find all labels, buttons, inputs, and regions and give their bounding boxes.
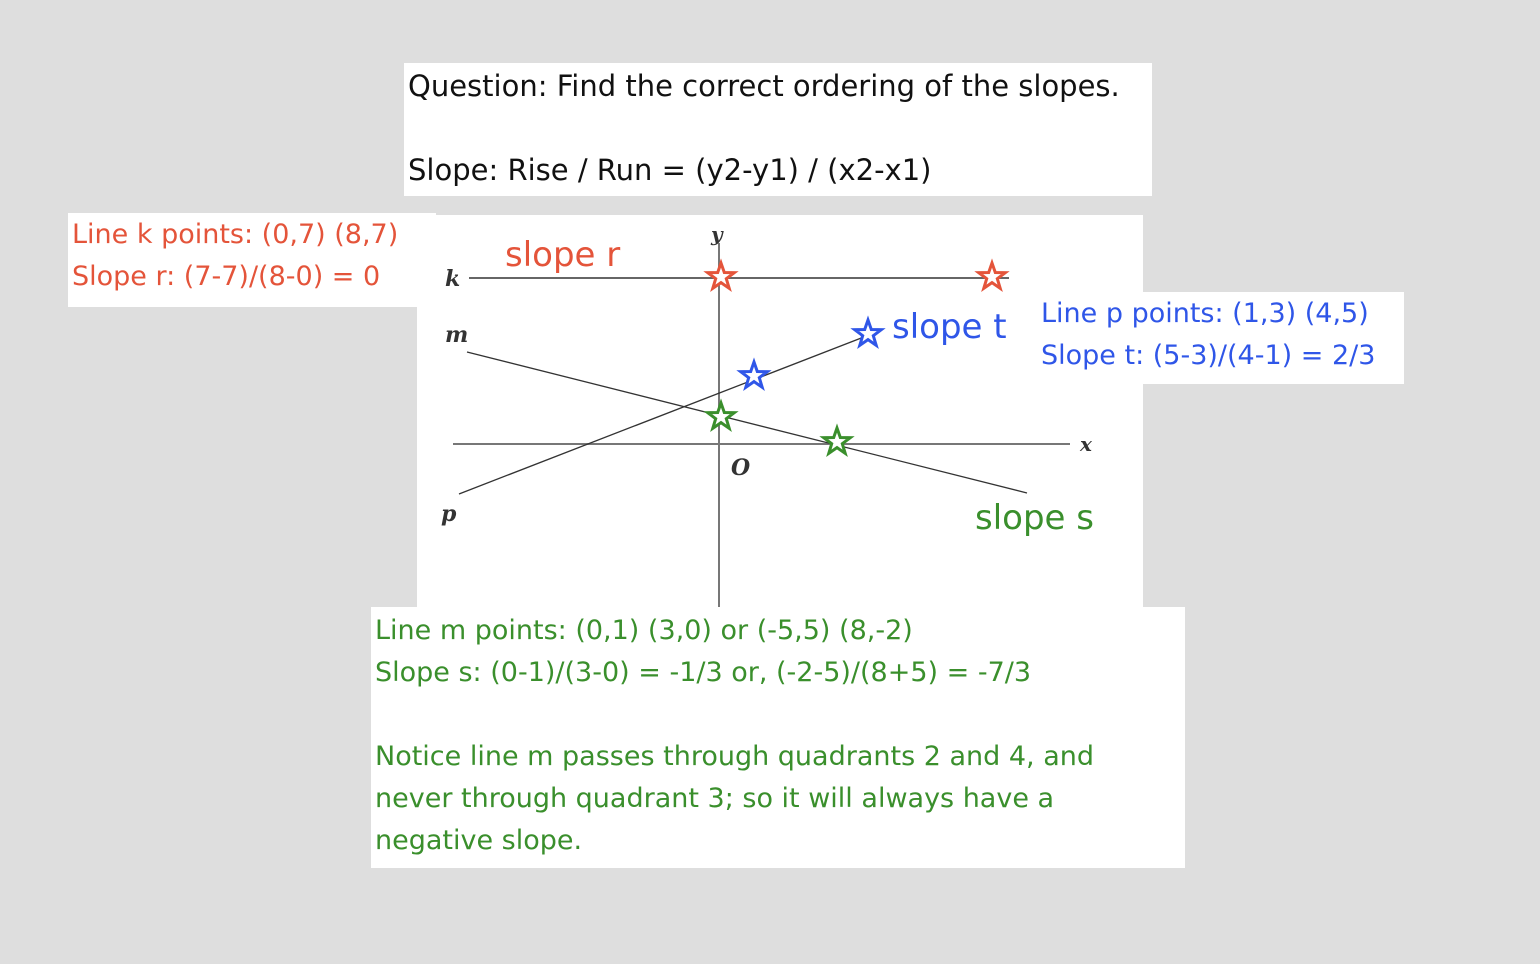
- quadrant-note-line-2: never through quadrant 3; so it will alw…: [375, 783, 1055, 814]
- slope-formula: Slope: Rise / Run = (y2-y1) / (x2-x1): [408, 153, 932, 187]
- diagram-svg: y x O k m p slope r slope t slope s: [441, 222, 1094, 608]
- line-p-annotation: Line p points: (1,3) (4,5) Slope t: (5-3…: [1035, 292, 1404, 384]
- question-box: Question: Find the correct ordering of t…: [404, 63, 1152, 196]
- line-k-annotation: Line k points: (0,7) (8,7) Slope r: (7-7…: [68, 213, 436, 307]
- origin-label: O: [731, 455, 750, 481]
- slope-r-label: slope r: [505, 235, 620, 275]
- line-m-annotation: Line m points: (0,1) (3,0) or (-5,5) (8,…: [371, 607, 1185, 868]
- line-m: [466, 351, 1028, 494]
- line-p-points: Line p points: (1,3) (4,5): [1041, 298, 1369, 329]
- line-p: [458, 334, 870, 495]
- y-axis-label: y: [710, 222, 724, 246]
- star-icon-k-2: [977, 261, 1007, 290]
- quadrant-note-line-3: negative slope.: [375, 825, 583, 856]
- slope-s-calc: Slope s: (0-1)/(3-0) = -1/3 or, (-2-5)/(…: [375, 657, 1032, 688]
- star-icon-k-1: [706, 261, 736, 290]
- quadrant-note-line-1: Notice line m passes through quadrants 2…: [375, 741, 1094, 772]
- slope-s-label: slope s: [975, 498, 1094, 538]
- star-icon-m-2: [822, 426, 852, 455]
- star-icon-p-2: [853, 318, 883, 347]
- coordinate-diagram: y x O k m p slope r slope t slope s: [417, 215, 1143, 608]
- slope-t-calc: Slope t: (5-3)/(4-1) = 2/3: [1041, 340, 1376, 371]
- star-icon-m-1: [706, 401, 736, 430]
- line-k-label: k: [445, 266, 460, 292]
- question-text: Question: Find the correct ordering of t…: [408, 69, 1120, 103]
- line-m-points: Line m points: (0,1) (3,0) or (-5,5) (8,…: [375, 615, 913, 646]
- line-m-label: m: [445, 322, 468, 348]
- line-k-points: Line k points: (0,7) (8,7): [72, 219, 399, 250]
- line-p-label: p: [441, 501, 457, 527]
- x-axis-label: x: [1079, 432, 1093, 456]
- slope-t-label: slope t: [892, 307, 1007, 347]
- slope-r-calc: Slope r: (7-7)/(8-0) = 0: [72, 261, 381, 292]
